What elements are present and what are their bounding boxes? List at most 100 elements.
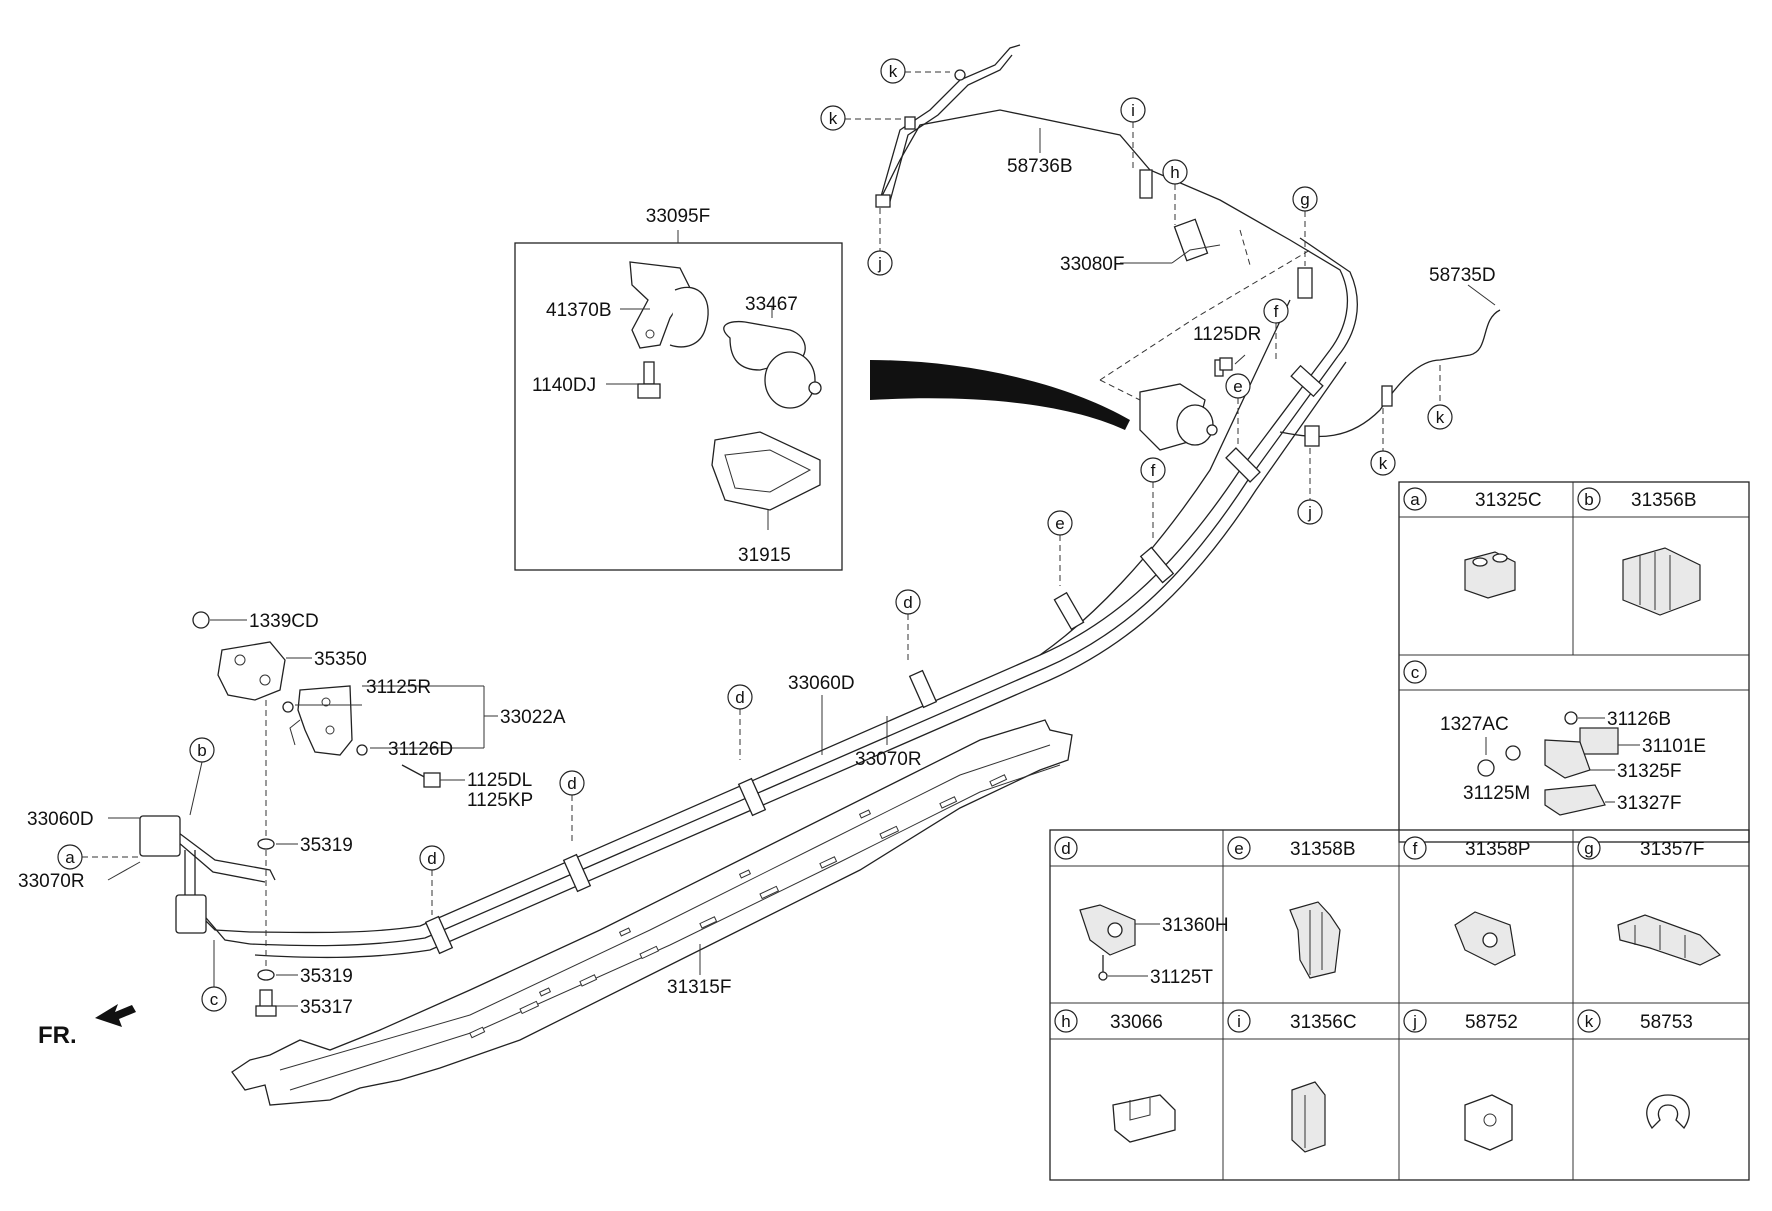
unit-35350 xyxy=(217,641,286,701)
label-1125DL: 1125DL xyxy=(467,770,532,791)
legend-part-e: 31358B xyxy=(1290,839,1356,860)
legend-part-h: 33066 xyxy=(1110,1012,1163,1033)
fr-arrow-icon xyxy=(95,1004,136,1027)
legend-letter-d: d xyxy=(1061,839,1070,858)
callout-e-1: e xyxy=(1233,377,1242,396)
callout-b-1: b xyxy=(197,741,206,760)
label-58736B: 58736B xyxy=(1007,156,1073,177)
callout-g-1: g xyxy=(1300,190,1309,209)
upper-brake-line xyxy=(875,44,1021,208)
label-33095F: 33095F xyxy=(646,206,710,227)
legend-part-i: 31356C xyxy=(1290,1012,1357,1033)
label-33060D-left: 33060D xyxy=(27,809,94,830)
legend-letter-i: i xyxy=(1237,1012,1241,1031)
legend-cell-j: j 58752 xyxy=(1403,1009,1518,1151)
bracket-33022A xyxy=(297,685,353,756)
legend-cell-k: k 58753 xyxy=(1577,1009,1693,1130)
legend-cell-a: a 31325C xyxy=(1403,487,1542,599)
label-fr: FR. xyxy=(38,1022,77,1049)
callout-k-2: k xyxy=(829,109,838,128)
legend-cell-f: f 31358P xyxy=(1403,836,1531,966)
label-41370B: 41370B xyxy=(546,300,612,321)
cover-31915 xyxy=(711,431,821,511)
callout-k-1: k xyxy=(889,62,898,81)
callout-a-1: a xyxy=(65,848,75,867)
legend-c-1327AC: 1327AC xyxy=(1440,714,1509,735)
line-clamps xyxy=(424,169,1393,955)
callout-f-2: f xyxy=(1151,461,1156,480)
callout-i-1: i xyxy=(1131,101,1135,120)
label-31125R: 31125R xyxy=(366,677,431,698)
label-1339CD: 1339CD xyxy=(249,611,319,632)
label-35319-bottom: 35319 xyxy=(300,966,353,987)
legend-d-31125T: 31125T xyxy=(1150,967,1213,988)
callout-k-4: k xyxy=(1379,454,1388,473)
legend-c-31125M: 31125M xyxy=(1463,783,1530,804)
legend-part-b: 31356B xyxy=(1631,490,1697,511)
label-1140DJ: 1140DJ xyxy=(532,375,596,396)
legend-c-31325F: 31325F xyxy=(1617,761,1681,782)
detail-leader-wedge xyxy=(870,360,1130,430)
legend-cell-d: d 31360H 31125T xyxy=(1054,836,1229,988)
legend-cell-i: i 31356C xyxy=(1227,1009,1357,1153)
legend-c-31327F: 31327F xyxy=(1617,793,1681,814)
label-1125KP: 1125KP xyxy=(467,790,533,811)
callout-d-1: d xyxy=(903,593,912,612)
legend-letter-a: a xyxy=(1410,490,1420,509)
label-35317: 35317 xyxy=(300,997,353,1018)
hydraulic-unit-cluster: 1339CD 35350 31125R 33022A 31126D 1125DL… xyxy=(18,611,566,1018)
label-35319-top: 35319 xyxy=(300,835,353,856)
line-callouts: k k j i h g f e k k xyxy=(57,58,1453,1012)
label-58735D: 58735D xyxy=(1429,265,1496,286)
callout-main-lines: 33060D 33070R xyxy=(788,673,922,770)
callout-c-1: c xyxy=(210,990,219,1009)
legend-cell-c: c 1327AC 31126B 31101E 31325F 31125M 313… xyxy=(1403,660,1706,816)
callout-e-2: e xyxy=(1055,514,1064,533)
callout-d-2: d xyxy=(735,688,744,707)
callout-k-3: k xyxy=(1436,408,1445,427)
callout-h-1: h xyxy=(1170,163,1179,182)
legend-part-g: 31357F xyxy=(1640,839,1704,860)
callout-j-1: j xyxy=(877,254,882,273)
legend-part-f: 31358P xyxy=(1465,839,1531,860)
label-33080F: 33080F xyxy=(1060,254,1124,275)
box-33095F: 33095F 41370B 33467 1140DJ 31915 xyxy=(514,206,843,571)
callout-d-4: d xyxy=(427,849,436,868)
underbody-panel-31315F: 31315F xyxy=(231,719,1073,1106)
legend-letter-j: j xyxy=(1412,1012,1417,1031)
label-33467: 33467 xyxy=(745,294,798,315)
label-31915: 31915 xyxy=(738,545,791,566)
legend-cell-b: b 31356B xyxy=(1577,487,1701,616)
callout-58735D: 58735D xyxy=(1429,265,1496,306)
legend-c-31101E: 31101E xyxy=(1642,736,1706,757)
legend-letter-f: f xyxy=(1413,839,1418,858)
label-33060D-mid: 33060D xyxy=(788,673,855,694)
installed-actuator xyxy=(1099,229,1311,451)
callout-d-3: d xyxy=(567,774,576,793)
left-line-fittings xyxy=(139,815,276,945)
callout-f-1: f xyxy=(1274,302,1279,321)
legend-letter-c: c xyxy=(1411,663,1420,682)
label-33022A: 33022A xyxy=(500,707,566,728)
legend-letter-b: b xyxy=(1584,490,1593,509)
clip-legend-table: a 31325C b 31356B c 1327AC 31126B 31101E xyxy=(1049,481,1750,1181)
legend-part-k: 58753 xyxy=(1640,1012,1693,1033)
legend-c-31126B: 31126B xyxy=(1607,709,1671,730)
bracket-41370B xyxy=(629,261,691,349)
legend-cell-h: h 33066 xyxy=(1054,1009,1176,1143)
callout-33080F: 33080F xyxy=(1060,244,1221,275)
main-fuel-lines xyxy=(249,109,1501,959)
legend-cell-g: g 31357F xyxy=(1577,836,1722,966)
bolt-1125DR: 1125DR xyxy=(1193,324,1261,371)
front-direction-indicator: FR. xyxy=(38,1004,136,1049)
label-31315F: 31315F xyxy=(667,977,731,998)
callout-j-2: j xyxy=(1307,503,1312,522)
label-35350: 35350 xyxy=(314,649,367,670)
label-33070R-mid: 33070R xyxy=(855,749,922,770)
label-1125DR: 1125DR xyxy=(1193,324,1261,345)
legend-letter-k: k xyxy=(1585,1012,1594,1031)
legend-letter-e: e xyxy=(1234,839,1243,858)
label-33070R-left: 33070R xyxy=(18,871,85,892)
label-31126D: 31126D xyxy=(388,739,453,760)
